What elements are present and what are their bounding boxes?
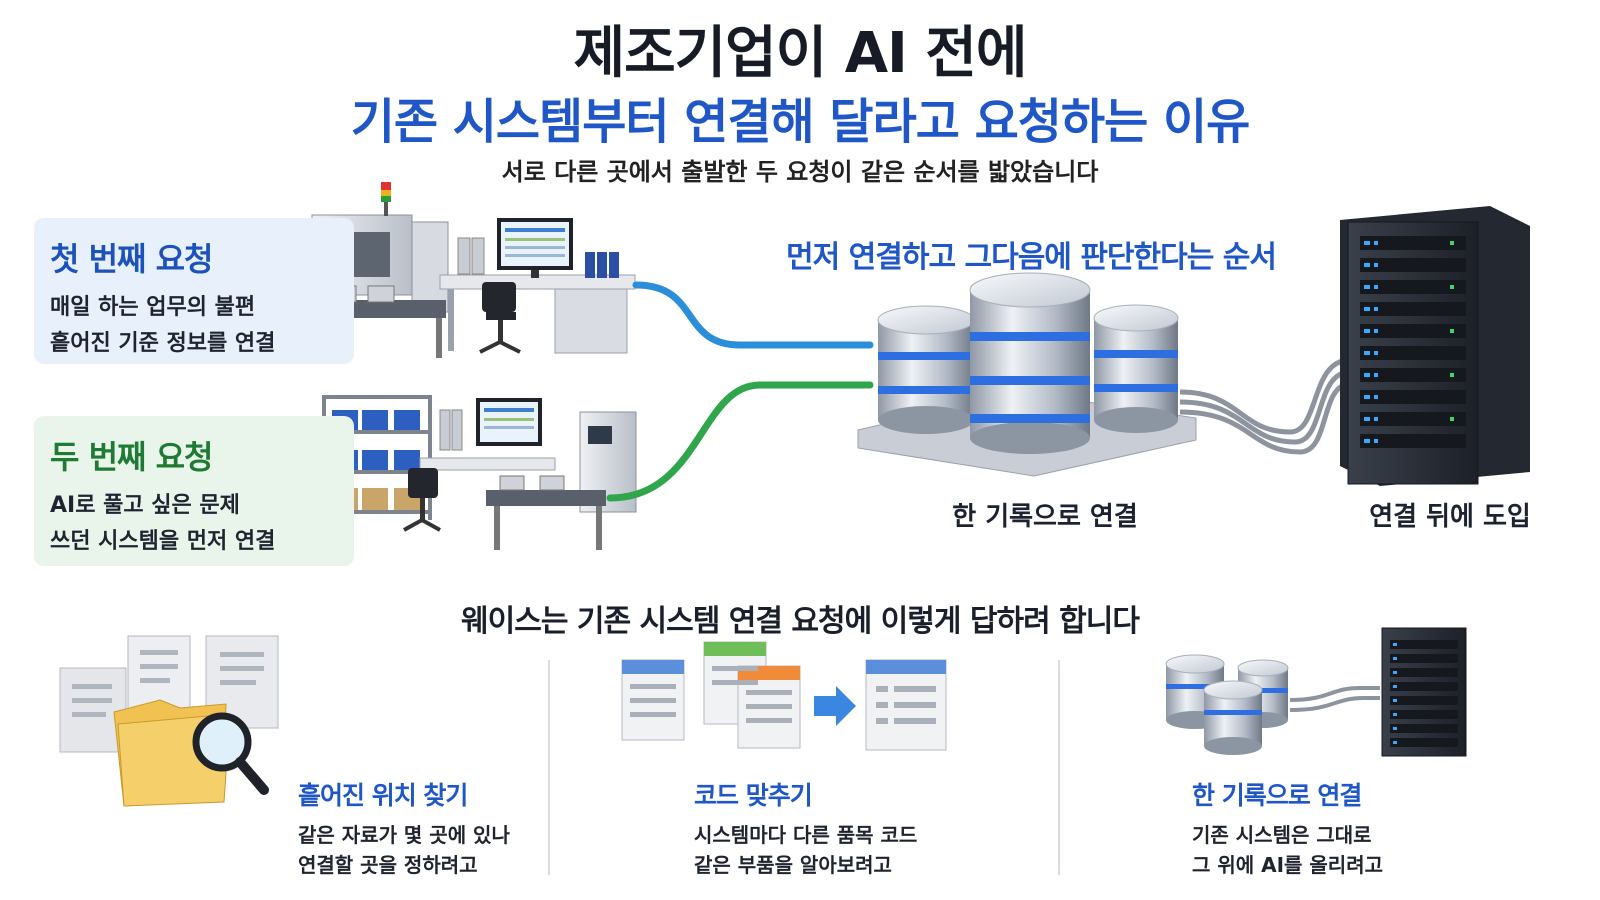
page-title: 제조기업이 AI 전에 xyxy=(573,21,1028,86)
second-request-line-1: AI로 풀고 싶은 문제 xyxy=(50,493,240,518)
answer-title: 흩어진 위치 찾기 xyxy=(298,781,468,810)
server-cable-bundle xyxy=(1179,357,1351,455)
folder-search-icon xyxy=(59,635,279,807)
page-title-highlight: 기존 시스템부터 연결해 달라고 요청하는 이유 xyxy=(350,94,1251,150)
database-cluster-icon xyxy=(857,272,1197,477)
code-matching-icon xyxy=(621,641,947,751)
answer-line: 그 위에 AI를 올리려고 xyxy=(1192,853,1384,877)
factory-scene-2-icon xyxy=(322,395,637,550)
answer-line: 시스템마다 다른 품목 코드 xyxy=(694,823,918,847)
second-request-title: 두 번째 요청 xyxy=(50,438,213,476)
blue-connection-pipe xyxy=(632,281,874,349)
second-request-card: 두 번째 요청 AI로 풀고 싶은 문제 쓰던 시스템을 먼저 연결 xyxy=(34,416,354,566)
second-request-line-2: 쓰던 시스템을 먼저 연결 xyxy=(50,529,276,554)
factory-scene-1-icon xyxy=(311,182,636,358)
answer-title: 코드 맞추기 xyxy=(694,781,813,810)
server-rack-icon xyxy=(1340,206,1530,486)
first-request-card: 첫 번째 요청 매일 하는 업무의 불편 흩어진 기준 정보를 연결 xyxy=(34,218,354,364)
server-label: 연결 뒤에 도입 xyxy=(1369,502,1531,532)
page-subtitle: 서로 다른 곳에서 출발한 두 요청이 같은 순서를 밟았습니다 xyxy=(501,158,1099,186)
database-server-icon xyxy=(1165,627,1467,757)
answer-find-locations: 흩어진 위치 찾기 같은 자료가 몇 곳에 있나 연결할 곳을 정하려고 xyxy=(298,776,538,880)
database-label: 한 기록으로 연결 xyxy=(952,502,1138,532)
answer-line: 같은 자료가 몇 곳에 있나 xyxy=(298,823,510,847)
answer-match-codes: 코드 맞추기 시스템마다 다른 품목 코드 같은 부품을 알아보려고 xyxy=(694,776,994,880)
answer-line: 기존 시스템은 그대로 xyxy=(1192,823,1372,847)
green-connection-pipe xyxy=(606,381,874,502)
first-request-line-2: 흩어진 기준 정보를 연결 xyxy=(50,331,276,356)
column-divider-1 xyxy=(548,660,550,875)
first-request-title: 첫 번째 요청 xyxy=(50,240,213,278)
column-divider-2 xyxy=(1058,660,1060,875)
answer-line: 같은 부품을 알아보려고 xyxy=(694,853,892,877)
flow-order-label: 먼저 연결하고 그다음에 판단한다는 순서 xyxy=(786,240,1277,275)
answer-title: 한 기록으로 연결 xyxy=(1192,781,1362,810)
answer-line: 연결할 곳을 정하려고 xyxy=(298,853,478,877)
answers-heading: 웨이스는 기존 시스템 연결 요청에 이렇게 답하려 합니다 xyxy=(461,604,1140,639)
answer-single-record: 한 기록으로 연결 기존 시스템은 그대로 그 위에 AI를 올리려고 xyxy=(1192,776,1472,880)
first-request-line-1: 매일 하는 업무의 불편 xyxy=(50,295,256,320)
